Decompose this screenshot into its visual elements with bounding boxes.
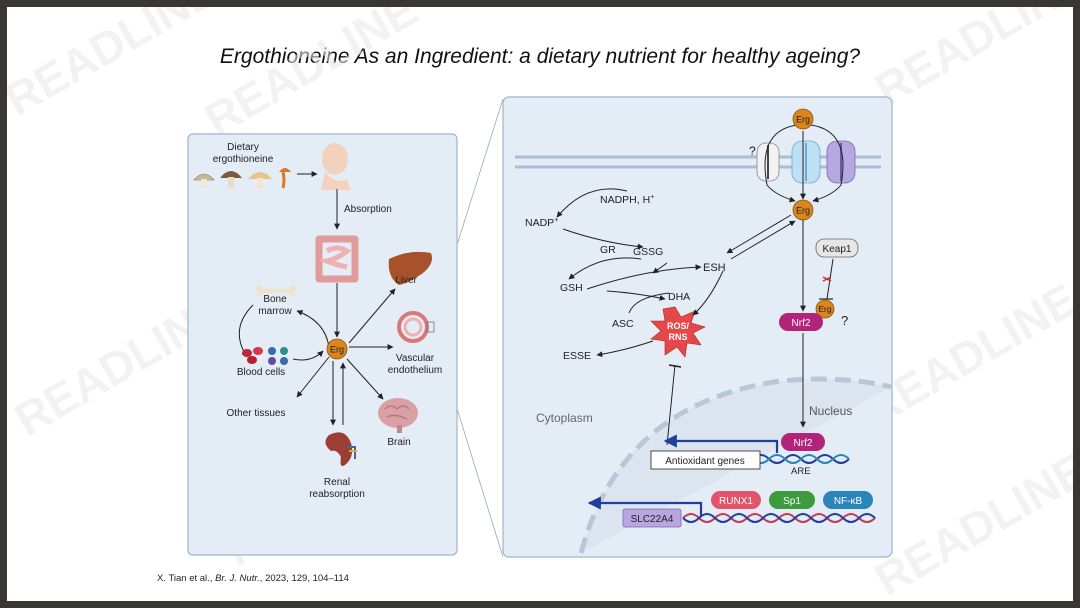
nfkb-badge: NF-κB	[823, 491, 873, 509]
svg-text:ROS/: ROS/	[667, 321, 690, 331]
svg-text:Brain: Brain	[387, 437, 410, 448]
intestine-icon	[315, 235, 359, 283]
svg-text:ESH: ESH	[703, 262, 726, 274]
slide-title: Ergothioneine As an Ingredient: a dietar…	[219, 45, 861, 68]
svg-text:GSH: GSH	[560, 282, 583, 294]
svg-text:READLINE: READLINE	[7, 7, 226, 126]
svg-text:Liver: Liver	[395, 275, 417, 286]
mushroom-icon	[193, 168, 291, 189]
svg-text:SLC22A4: SLC22A4	[631, 514, 674, 525]
svg-text:Cytoplasm: Cytoplasm	[536, 411, 593, 425]
svg-text:NADP+: NADP+	[525, 217, 558, 229]
keap1-badge: Keap1	[815, 238, 859, 258]
erg-node-inner: Erg	[792, 199, 814, 221]
erg-node-top: Erg	[792, 108, 814, 130]
slc22a4-box: SLC22A4	[622, 508, 682, 528]
svg-text:?: ?	[841, 313, 848, 328]
vessel-icon	[397, 311, 435, 343]
svg-text:Erg: Erg	[330, 345, 344, 355]
nrf2-nuc-badge: Nrf2	[781, 433, 825, 451]
svg-text:Erg: Erg	[796, 206, 810, 216]
svg-text:ESSE: ESSE	[563, 350, 591, 362]
svg-text:ARE: ARE	[791, 466, 811, 477]
ros-burst-icon: ROS/ RNS	[650, 306, 706, 358]
svg-text:NF-κB: NF-κB	[834, 496, 863, 507]
svg-text:Nrf2: Nrf2	[794, 438, 813, 449]
right-panel: ? Erg Erg ESH NADPH, H+ NADP+	[502, 96, 893, 558]
svg-text:DHA: DHA	[668, 291, 690, 303]
erg-node-keap: Erg	[815, 299, 835, 319]
svg-text:Antioxidant genes: Antioxidant genes	[665, 456, 745, 467]
svg-text:RUNX1: RUNX1	[719, 496, 753, 507]
head-icon	[321, 143, 351, 190]
svg-text:READLINE: READLINE	[866, 443, 1073, 601]
sp1-badge: Sp1	[769, 491, 815, 509]
svg-text:Renal: Renal	[324, 477, 350, 488]
svg-text:Absorption: Absorption	[344, 204, 392, 215]
svg-text:Vascular: Vascular	[396, 353, 435, 364]
svg-text:Other tissues: Other tissues	[227, 408, 286, 419]
svg-text:reabsorption: reabsorption	[309, 489, 365, 500]
svg-text:Sp1: Sp1	[783, 496, 801, 507]
svg-text:READLINE: READLINE	[866, 7, 1073, 116]
erg-node-left: Erg	[326, 338, 348, 360]
dna-icon	[682, 513, 876, 523]
kidney-icon	[325, 432, 357, 466]
bone-icon	[256, 285, 296, 297]
svg-text:ergothioneine: ergothioneine	[213, 154, 274, 165]
svg-text:Dietary: Dietary	[227, 142, 259, 153]
nrf2-cyto-badge: Nrf2	[779, 313, 823, 331]
svg-text:READLINE: READLINE	[196, 7, 426, 146]
svg-text:Erg: Erg	[796, 115, 810, 125]
svg-text:Nrf2: Nrf2	[792, 318, 811, 329]
brain-icon	[378, 398, 418, 433]
svg-text:GR: GR	[600, 244, 616, 256]
antioxidant-genes-box: Antioxidant genes	[650, 450, 761, 470]
svg-text:Bone: Bone	[263, 294, 287, 305]
svg-text:marrow: marrow	[258, 306, 292, 317]
svg-text:?: ?	[749, 144, 756, 158]
svg-text:Nucleus: Nucleus	[809, 404, 852, 418]
svg-text:GSSG: GSSG	[633, 246, 663, 258]
liver-icon	[388, 251, 432, 285]
runx1-badge: RUNX1	[711, 491, 761, 509]
svg-text:RNS: RNS	[668, 332, 687, 342]
svg-text:Erg: Erg	[818, 304, 832, 314]
figure-canvas: READLINE READLINE READLINE READLINE READ…	[7, 7, 1073, 601]
svg-text:Blood cells: Blood cells	[237, 367, 285, 378]
svg-text:NADPH, H+: NADPH, H+	[600, 194, 654, 206]
svg-text:ASC: ASC	[612, 318, 634, 330]
citation: X. Tian et al., Br. J. Nutr., 2023, 129,…	[157, 573, 349, 584]
svg-text:endothelium: endothelium	[388, 365, 442, 376]
blood-cells-icon	[242, 347, 288, 365]
left-panel: Dietary ergothioneine Absorption	[187, 133, 458, 556]
svg-text:Keap1: Keap1	[823, 244, 852, 255]
